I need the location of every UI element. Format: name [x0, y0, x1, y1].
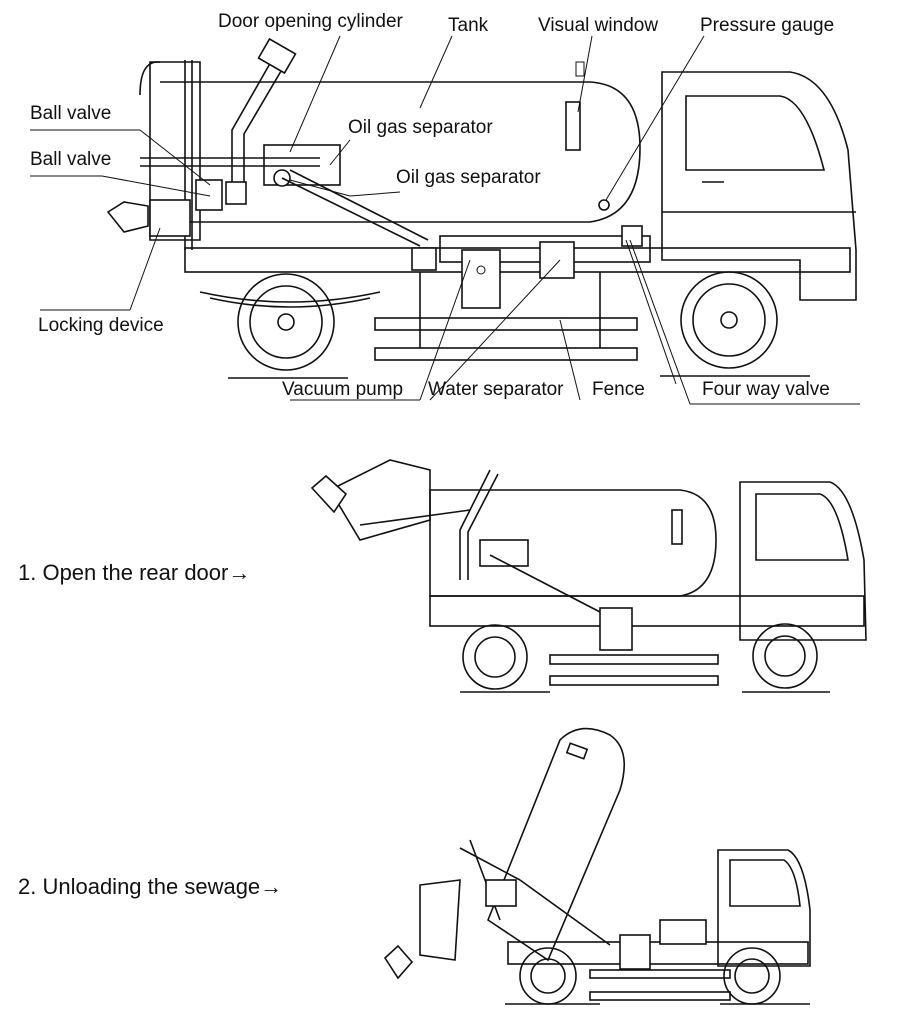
label-oil-gas-separator-1: Oil gas separator — [348, 117, 493, 138]
front-wheel — [680, 271, 778, 369]
visual-window-shape — [565, 101, 581, 151]
fence-shape — [374, 272, 638, 361]
rear-wheel — [237, 273, 335, 371]
step2-label: 2. Unloading the sewage→ — [18, 874, 283, 899]
pressure-gauge-shape — [598, 199, 610, 211]
door-cylinder-shape — [231, 37, 297, 200]
water-separator-shape — [461, 249, 501, 309]
leader-lines — [30, 35, 860, 405]
label-ball-valve-2: Ball valve — [30, 149, 112, 170]
label-visual-window: Visual window — [538, 15, 659, 36]
label-ball-valve-1: Ball valve — [30, 103, 112, 124]
four-way-valve-shape — [621, 225, 643, 247]
label-locking-device: Locking device — [38, 315, 164, 336]
vacuum-pump-shape — [411, 247, 437, 271]
ball-valve-shapes — [195, 179, 247, 211]
locking-device-shape — [106, 199, 191, 237]
label-tank: Tank — [448, 15, 489, 36]
step1-label: 1. Open the rear door→ — [18, 560, 251, 585]
chassis — [184, 235, 851, 273]
label-vacuum-pump: Vacuum pump — [282, 379, 404, 400]
label-oil-gas-separator-2: Oil gas separator — [396, 167, 541, 188]
tank-body — [139, 60, 641, 250]
truck-cab — [661, 71, 857, 301]
label-four-way-valve: Four way valve — [702, 379, 830, 400]
labelled-truck-drawing — [30, 35, 860, 405]
label-pressure-gauge: Pressure gauge — [700, 15, 835, 36]
label-door-opening-cylinder: Door opening cylinder — [218, 11, 403, 32]
ground — [228, 375, 810, 379]
label-water-separator: Water separator — [428, 379, 564, 400]
label-fence: Fence — [592, 379, 645, 400]
